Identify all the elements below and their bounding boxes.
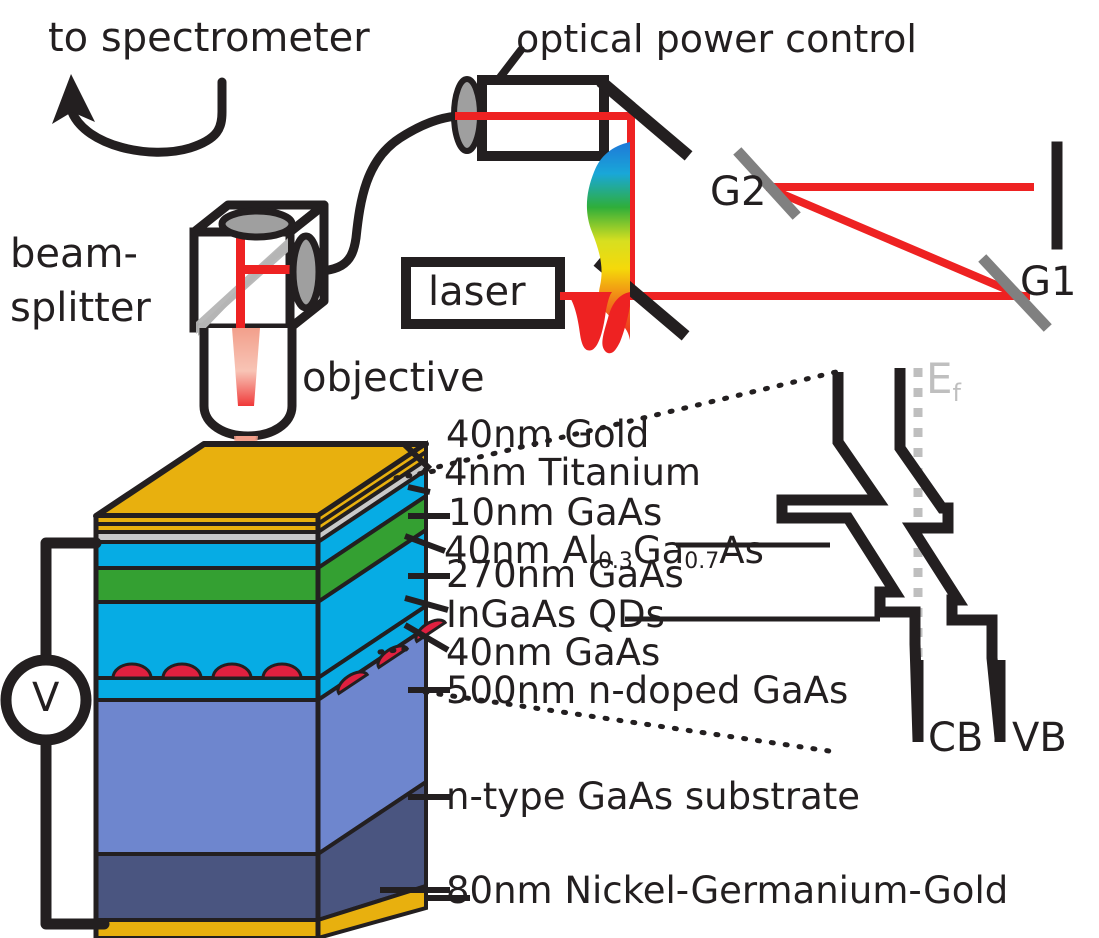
layer-label-gaas40: 40nm GaAs: [446, 631, 661, 674]
layer-label-gaas270: 270nm GaAs: [446, 553, 684, 596]
fermi-subscript: f: [952, 379, 961, 407]
fiber-to-spectrometer: [52, 74, 227, 157]
algaas-mid: Ga: [632, 529, 685, 572]
grating-g1-label: G1: [1020, 259, 1077, 305]
objective-label: objective: [302, 355, 485, 401]
laser-beam-path: [455, 112, 1034, 300]
layer-front-gaas40: [94, 676, 320, 702]
pulse-shaper-gratings: [733, 141, 1063, 332]
leader-qds: [404, 595, 449, 613]
leader-algaas: [403, 533, 447, 554]
algaas-pre: 40nm Al: [444, 529, 598, 572]
layer-label-substrate: n-type GaAs substrate: [446, 775, 861, 818]
grating-g2: [733, 147, 801, 220]
algaas-sub1: 0.3: [597, 549, 633, 574]
valence-band-curve: [894, 368, 1006, 739]
leader-gaas40: [403, 622, 450, 653]
layer-front-substrate: [94, 852, 320, 922]
beamsplitter-label-line1: beam-: [10, 231, 138, 277]
guide-bottom: [422, 689, 839, 755]
algaas-sub2: 0.7: [684, 549, 720, 574]
layer-label-gold: 40nm Gold: [446, 413, 650, 456]
beamsplitter-cube: [189, 200, 329, 336]
fermi-symbol: E: [926, 354, 953, 403]
layer-label-qds: InGaAs QDs: [446, 593, 665, 636]
layer-front-backcontact: [94, 918, 320, 938]
leader-titanium: [407, 484, 431, 495]
band-diagram-guides: [377, 369, 839, 755]
spectrometer-label: to spectrometer: [48, 15, 370, 61]
laser-label: laser: [428, 269, 526, 315]
conduction-band-curve: [776, 372, 924, 741]
fermi-level-label: Ef: [926, 358, 961, 407]
voltage-source-circuit: [0, 537, 470, 930]
voltmeter-label: V: [32, 675, 60, 721]
shaped-spectrum-profile: [586, 142, 630, 340]
optical-power-control: [451, 46, 609, 161]
layer-label-algaas: 40nm Al0.3Ga0.7As: [444, 532, 764, 573]
mirror-upper: [596, 76, 693, 161]
beamsplitter-label-line2: splitter: [10, 285, 151, 331]
layer-front-algaas: [94, 566, 320, 604]
layer-label-titanium: 4nm Titanium: [444, 451, 701, 494]
sample-stack: [93, 440, 448, 938]
guide-top: [422, 369, 839, 473]
layer-front-ndoped: [94, 698, 320, 856]
band-structure-diagram: [776, 368, 1006, 742]
leader-gold: [401, 441, 433, 472]
quantum-dots-front: [111, 662, 303, 680]
grating-g1: [978, 254, 1052, 332]
power-control-label: optical power control: [516, 17, 917, 61]
layer-label-gaas10: 10nm GaAs: [448, 491, 663, 534]
layer-label-ndoped: 500nm n-doped GaAs: [446, 669, 849, 712]
algaas-post: As: [719, 529, 764, 572]
valence-band-label: VB: [1012, 715, 1067, 761]
layer-leader-lines: [380, 441, 880, 893]
laser-pulse-profile: [566, 292, 630, 354]
layer-front-gaas10: [94, 540, 320, 570]
grating-g2-label: G2: [710, 169, 767, 215]
conduction-band-label: CB: [928, 715, 984, 761]
fiber-bs-to-power-control: [295, 111, 467, 277]
layer-label-backcontact: 80nm Nickel-Germanium-Gold: [446, 869, 1009, 912]
